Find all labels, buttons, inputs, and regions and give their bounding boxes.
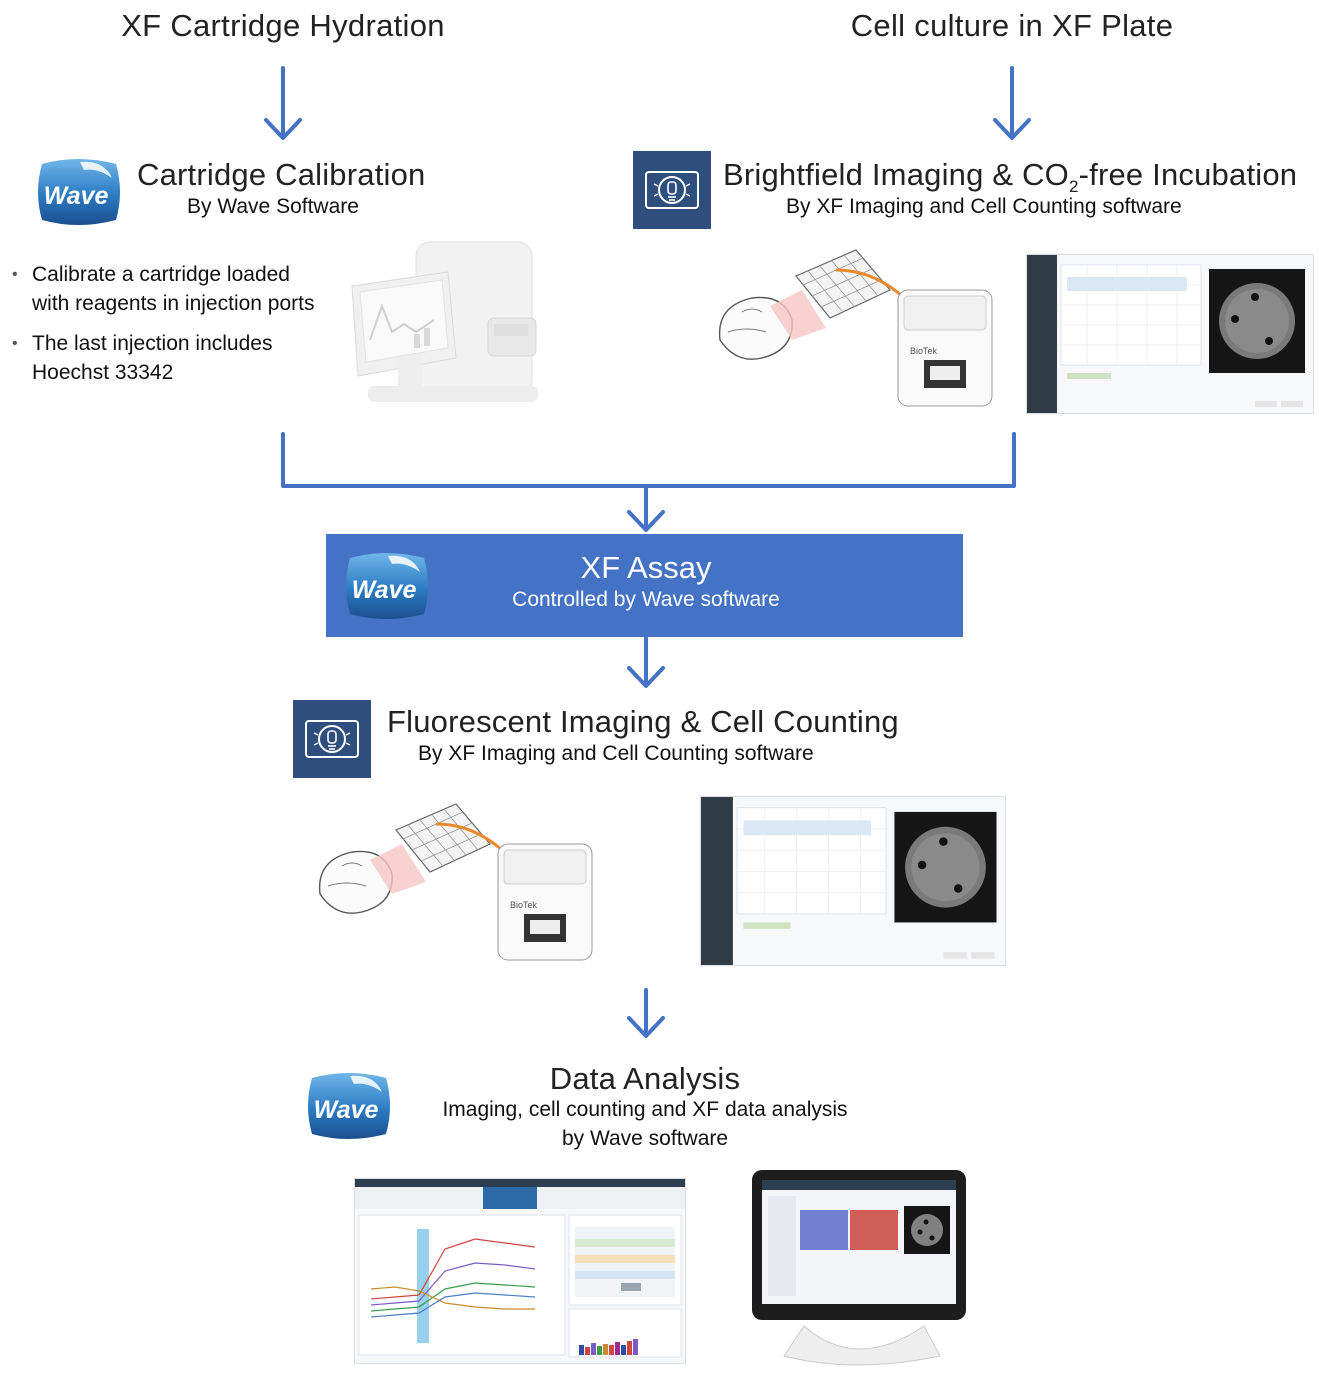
wave-logo-icon: Wave <box>308 1073 390 1139</box>
svg-text:BioTek: BioTek <box>910 346 938 356</box>
bullet-item: The last injection includes Hoechst 3334… <box>8 329 328 387</box>
calibration-subtitle: By Wave Software <box>187 195 359 218</box>
brightfield-subtitle: By XF Imaging and Cell Counting software <box>786 195 1182 218</box>
imager-lightbulb-icon <box>293 700 371 778</box>
xf-assay-box: Wave XF Assay Controlled by Wave softwar… <box>326 534 963 637</box>
hydration-title: XF Cartridge Hydration <box>121 8 445 43</box>
wave-logo: Wave <box>340 550 432 627</box>
analysis-subtitle-line1: Imaging, cell counting and XF data analy… <box>442 1098 848 1121</box>
analysis-subtitle-line2: by Wave software <box>561 1127 729 1150</box>
xf-analyzer-image <box>338 236 548 418</box>
fluorescent-title: Fluorescent Imaging & Cell Counting <box>387 704 899 739</box>
assay-title: XF Assay <box>580 550 712 585</box>
imager-logo <box>293 700 371 783</box>
imaging-software-screenshot-top <box>1026 254 1314 414</box>
plate-transfer-illustration: BioTek <box>706 236 1006 412</box>
monitor-illustration <box>744 1166 970 1372</box>
wave-logo: Wave <box>302 1070 394 1147</box>
merge-connector <box>281 432 1016 488</box>
imager-lightbulb-icon <box>633 151 711 229</box>
imager-logo <box>633 151 711 234</box>
calibration-bullets: Calibrate a cartridge loaded with reagen… <box>8 260 328 398</box>
wave-logo-icon: Wave <box>38 159 120 225</box>
svg-text:BioTek: BioTek <box>510 900 538 910</box>
svg-text:Wave: Wave <box>44 182 109 210</box>
svg-text:Wave: Wave <box>314 1096 379 1124</box>
wave-logo: Wave <box>32 156 124 233</box>
analysis-title: Data Analysis <box>549 1061 741 1096</box>
fluorescent-subtitle: By XF Imaging and Cell Counting software <box>418 742 814 765</box>
brightfield-title: Brightfield Imaging & CO2-free Incubatio… <box>723 157 1298 197</box>
bullet-item: Calibrate a cartridge loaded with reagen… <box>8 260 328 318</box>
calibration-title: Cartridge Calibration <box>137 157 426 192</box>
assay-subtitle: Controlled by Wave software <box>512 588 780 611</box>
svg-text:Wave: Wave <box>352 576 417 604</box>
wave-analysis-screenshot <box>354 1178 686 1364</box>
culture-title: Cell culture in XF Plate <box>850 8 1174 43</box>
plate-transfer-illustration: BioTek <box>296 790 616 966</box>
wave-logo-icon: Wave <box>346 553 428 619</box>
imaging-software-screenshot-bottom <box>700 796 1006 966</box>
